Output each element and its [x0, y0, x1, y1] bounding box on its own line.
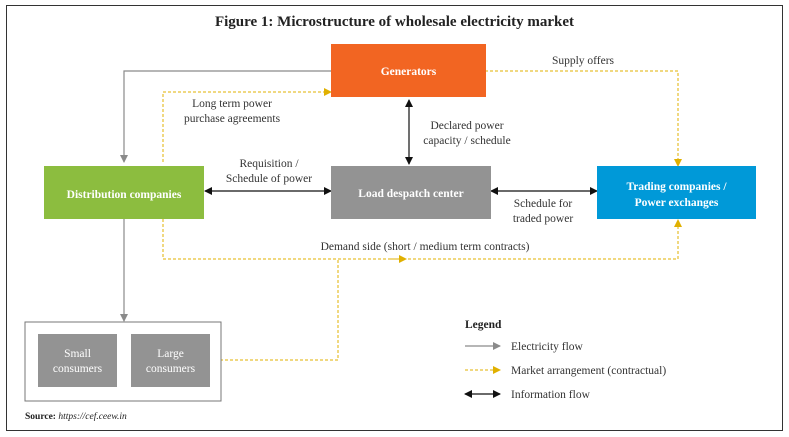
node-generators-label: Generators [381, 66, 437, 78]
edge-generators-to-distribution [120, 70, 331, 163]
legend-title: Legend [465, 319, 502, 331]
legend-information-label: Information flow [511, 389, 591, 401]
source-note: Source: https://cef.ceew.in [25, 412, 127, 422]
label-long-term-2: purchase agreements [184, 113, 281, 125]
label-declared-1: Declared power [430, 120, 503, 132]
label-requisition-2: Schedule of power [226, 173, 312, 185]
node-generators: Generators [331, 44, 486, 97]
label-schedule-2: traded power [513, 213, 574, 225]
legend-market-label: Market arrangement (contractual) [511, 365, 666, 377]
label-supply-offers: Supply offers [552, 55, 615, 67]
edge-supply-offers [485, 70, 682, 167]
node-distribution-label: Distribution companies [67, 189, 182, 201]
label-demand-side: Demand side (short / medium term contrac… [321, 241, 530, 253]
node-small-label-2: consumers [53, 363, 103, 375]
node-small-consumers: Small consumers [38, 334, 117, 387]
edge-demand-side [162, 219, 682, 260]
node-trading-label-1: Trading companies / [626, 181, 727, 193]
node-distribution-companies: Distribution companies [44, 166, 204, 219]
label-long-term-1: Long term power [192, 98, 272, 110]
node-trading-companies: Trading companies / Power exchanges [597, 166, 756, 219]
node-large-consumers: Large consumers [131, 334, 210, 387]
node-small-label-1: Small [64, 348, 91, 360]
source-url[interactable]: https://cef.ceew.in [58, 412, 127, 422]
node-large-label-1: Large [157, 348, 184, 360]
legend: Legend Electricity flow Market arrangeme… [464, 319, 666, 401]
node-trading-label-2: Power exchanges [635, 197, 719, 209]
edge-long-term-ppa [162, 88, 332, 162]
node-large-label-2: consumers [146, 363, 196, 375]
label-declared-2: capacity / schedule [423, 135, 511, 147]
figure-title: Figure 1: Microstructure of wholesale el… [214, 14, 575, 30]
legend-electricity-label: Electricity flow [511, 341, 584, 353]
source-label: Source: [25, 412, 56, 422]
node-load-despatch-center: Load despatch center [331, 166, 491, 219]
label-requisition-1: Requisition / [239, 158, 299, 170]
node-load-despatch-label: Load despatch center [358, 188, 463, 200]
edge-large-consumers-to-demand [210, 259, 339, 361]
label-schedule-1: Schedule for [514, 198, 573, 210]
